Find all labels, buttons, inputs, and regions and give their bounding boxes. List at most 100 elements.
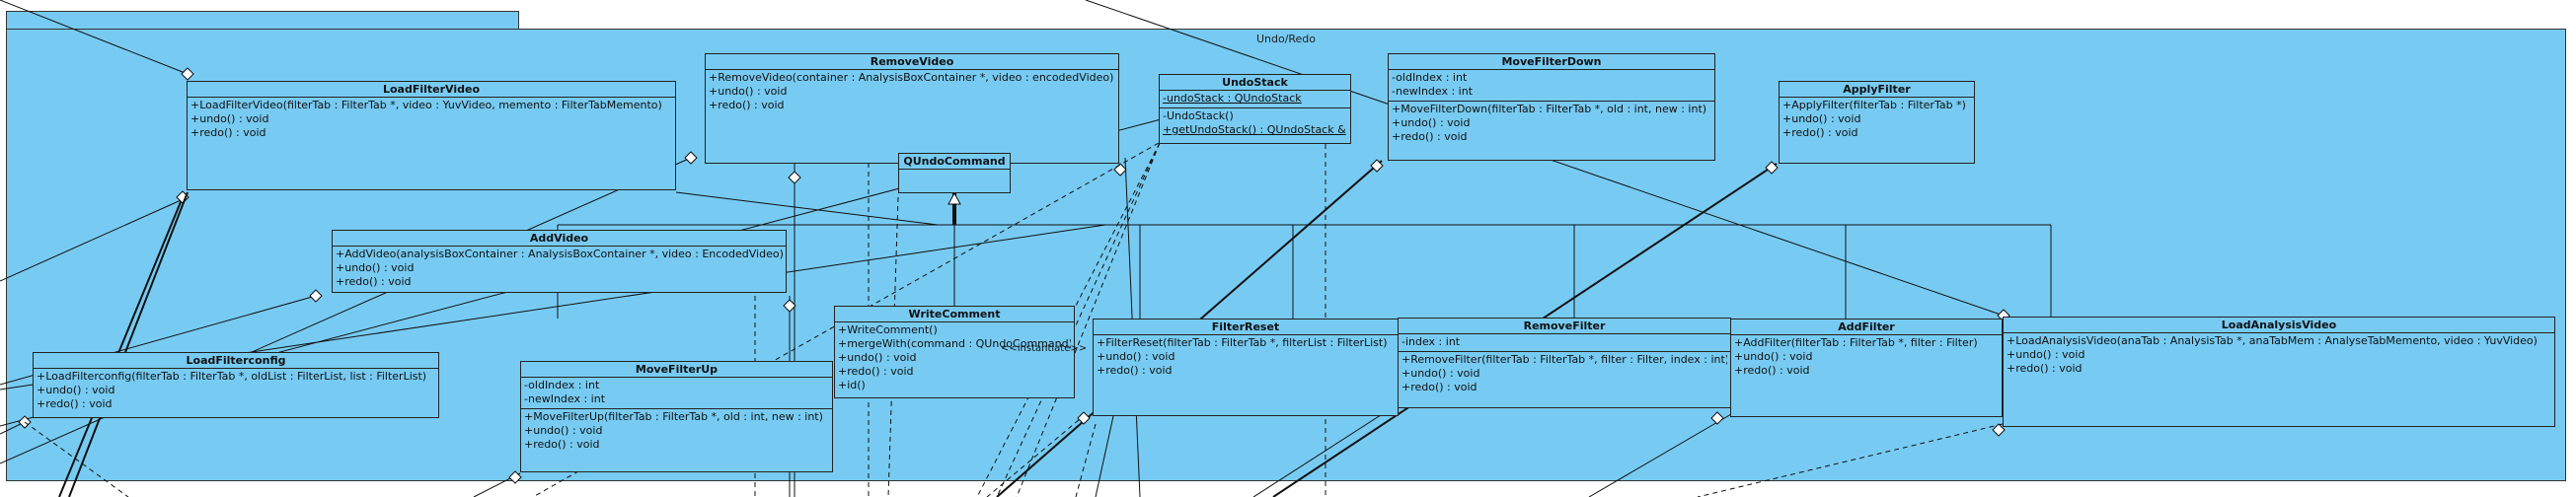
association-line bbox=[68, 191, 189, 497]
operation-row: +redo() : void bbox=[1097, 364, 1173, 377]
operation-row: +redo() : void bbox=[336, 275, 412, 288]
class-name: LoadFilterconfig bbox=[34, 353, 438, 369]
association-line bbox=[887, 196, 899, 497]
operations-section: +AddVideo(analysisBoxContainer : Analysi… bbox=[333, 247, 786, 291]
empty-section bbox=[899, 170, 1010, 184]
operation-row: +redo() : void bbox=[838, 365, 914, 378]
class-move-filter-up[interactable]: MoveFilterUp-oldIndex : int-newIndex : i… bbox=[520, 361, 833, 472]
association-line bbox=[1075, 423, 1097, 497]
class-move-filter-down[interactable]: MoveFilterDown-oldIndex : int-newIndex :… bbox=[1388, 53, 1715, 161]
operation-row: +redo() : void bbox=[709, 99, 785, 111]
operations-section: +MoveFilterDown(filterTab : FilterTab *,… bbox=[1389, 102, 1714, 146]
class-remove-video[interactable]: RemoveVideo+RemoveVideo(container : Anal… bbox=[705, 53, 1119, 164]
operation-row: +LoadFilterVideo(filterTab : FilterTab *… bbox=[190, 99, 662, 111]
operation-row: +undo() : void bbox=[1097, 350, 1175, 363]
class-filter-reset[interactable]: FilterReset+FilterReset(filterTab : Filt… bbox=[1093, 319, 1399, 416]
attributes-section: -oldIndex : int-newIndex : int bbox=[521, 378, 832, 409]
aggregation-diamond bbox=[783, 299, 796, 313]
operations-section: +LoadFilterVideo(filterTab : FilterTab *… bbox=[188, 98, 675, 142]
operation-row: +undo() : void bbox=[1734, 350, 1813, 363]
aggregation-diamond bbox=[309, 289, 323, 303]
association-line bbox=[1697, 423, 2004, 497]
class-name: RemoveFilter bbox=[1399, 319, 1730, 334]
attributes-section: -oldIndex : int-newIndex : int bbox=[1389, 70, 1714, 102]
operation-row: +RemoveVideo(container : AnalysisBoxCont… bbox=[709, 71, 1114, 84]
operation-row: +MoveFilterUp(filterTab : FilterTab *, o… bbox=[524, 410, 823, 423]
operation-row: +mergeWith(command : QUndoCommand) bbox=[838, 337, 1071, 350]
class-name: MoveFilterUp bbox=[521, 362, 832, 378]
class-name: FilterReset bbox=[1094, 320, 1398, 335]
attributes-section: -index : int bbox=[1399, 334, 1730, 352]
class-add-filter[interactable]: AddFilter+AddFilter(filterTab : FilterTa… bbox=[1730, 319, 2003, 417]
attribute-row: -newIndex : int bbox=[524, 392, 606, 405]
operation-row: +undo() : void bbox=[2007, 348, 2085, 361]
operation-row: +AddVideo(analysisBoxContainer : Analysi… bbox=[336, 248, 783, 260]
operation-row: +undo() : void bbox=[838, 351, 917, 364]
instantiate-label: <<instantiate>> bbox=[1001, 343, 1088, 354]
class-load-filter-video[interactable]: LoadFilterVideo+LoadFilterVideo(filterTa… bbox=[187, 81, 676, 190]
operations-section: +LoadFilterconfig(filterTab : FilterTab … bbox=[34, 369, 438, 413]
operation-row: +MoveFilterDown(filterTab : FilterTab *,… bbox=[1392, 103, 1707, 115]
class-name: ApplyFilter bbox=[1780, 82, 1974, 98]
operation-row: +undo() : void bbox=[336, 261, 415, 274]
operation-row: +redo() : void bbox=[37, 397, 113, 410]
operation-row: +FilterReset(filterTab : FilterTab *, fi… bbox=[1097, 336, 1388, 349]
operation-row: +id() bbox=[838, 379, 866, 391]
operations-section: +AddFilter(filterTab : FilterTab *, filt… bbox=[1731, 335, 2002, 380]
association-line bbox=[0, 0, 189, 75]
class-remove-filter[interactable]: RemoveFilter-index : int+RemoveFilter(fi… bbox=[1398, 318, 1731, 408]
operation-row: +redo() : void bbox=[190, 126, 266, 139]
operation-row: +LoadAnalysisVideo(anaTab : AnalysisTab … bbox=[2007, 334, 2538, 347]
inheritance-branch bbox=[675, 191, 939, 226]
class-name: QUndoCommand bbox=[899, 154, 1010, 170]
attribute-row: -newIndex : int bbox=[1392, 85, 1474, 98]
operation-row: +getUndoStack() : QUndoStack & bbox=[1163, 123, 1346, 136]
aggregation-diamond bbox=[788, 171, 801, 184]
operation-row: +redo() : void bbox=[1782, 126, 1858, 139]
class-add-video[interactable]: AddVideo+AddVideo(analysisBoxContainer :… bbox=[332, 230, 787, 293]
association-line bbox=[1252, 403, 1399, 497]
aggregation-diamond bbox=[1113, 163, 1127, 177]
class-load-analysis-video[interactable]: LoadAnalysisVideo+LoadAnalysisVideo(anaT… bbox=[2003, 317, 2555, 427]
attribute-row: -oldIndex : int bbox=[524, 379, 600, 391]
operation-row: +LoadFilterconfig(filterTab : FilterTab … bbox=[37, 370, 427, 383]
class-name: MoveFilterDown bbox=[1389, 54, 1714, 70]
operation-row: -UndoStack() bbox=[1163, 109, 1234, 122]
class-write-comment[interactable]: WriteComment+WriteComment()+mergeWith(co… bbox=[834, 306, 1075, 398]
aggregation-diamond bbox=[1992, 423, 2006, 437]
operation-row: +redo() : void bbox=[1734, 364, 1810, 377]
operations-section: -UndoStack()+getUndoStack() : QUndoStack… bbox=[1160, 108, 1350, 139]
operations-section: +WriteComment()+mergeWith(command : QUnd… bbox=[835, 322, 1074, 394]
operation-row: +RemoveFilter(filterTab : FilterTab *, f… bbox=[1402, 353, 1727, 366]
class-qundo-command[interactable]: QUndoCommand bbox=[898, 153, 1011, 193]
class-load-filterconfig[interactable]: LoadFilterconfig+LoadFilterconfig(filter… bbox=[33, 352, 439, 418]
operation-row: +AddFilter(filterTab : FilterTab *, filt… bbox=[1734, 336, 1978, 349]
class-name: AddVideo bbox=[333, 231, 786, 247]
aggregation-diamond bbox=[1765, 161, 1779, 175]
attribute-row: -oldIndex : int bbox=[1392, 71, 1468, 84]
operation-row: +undo() : void bbox=[37, 384, 115, 396]
operations-section: +RemoveFilter(filterTab : FilterTab *, f… bbox=[1399, 352, 1730, 396]
association-line bbox=[58, 196, 184, 497]
class-name: UndoStack bbox=[1160, 75, 1350, 91]
association-line bbox=[1588, 413, 1732, 497]
operation-row: +redo() : void bbox=[1392, 130, 1468, 143]
class-undo-stack[interactable]: UndoStack-undoStack : QUndoStack -UndoSta… bbox=[1159, 74, 1351, 144]
attributes-section: -undoStack : QUndoStack bbox=[1160, 91, 1350, 108]
aggregation-diamond bbox=[181, 67, 194, 81]
association-line bbox=[986, 413, 1087, 497]
attribute-row: -undoStack : QUndoStack bbox=[1163, 92, 1302, 105]
operation-row: +undo() : void bbox=[1392, 116, 1471, 129]
operation-row: +undo() : void bbox=[190, 112, 269, 125]
aggregation-diamond bbox=[508, 470, 522, 484]
class-name: LoadAnalysisVideo bbox=[2004, 318, 2554, 333]
operation-row: +ApplyFilter(filterTab : FilterTab *) bbox=[1782, 99, 1966, 111]
operations-section: +FilterReset(filterTab : FilterTab *, fi… bbox=[1094, 335, 1398, 380]
class-apply-filter[interactable]: ApplyFilter+ApplyFilter(filterTab : Filt… bbox=[1779, 81, 1975, 164]
operation-row: +undo() : void bbox=[524, 424, 603, 437]
operation-row: +redo() : void bbox=[2007, 362, 2083, 375]
aggregation-diamond bbox=[684, 151, 698, 165]
association-line bbox=[0, 196, 189, 282]
operations-section: +ApplyFilter(filterTab : FilterTab *)+un… bbox=[1780, 98, 1974, 142]
aggregation-diamond bbox=[1710, 411, 1724, 425]
